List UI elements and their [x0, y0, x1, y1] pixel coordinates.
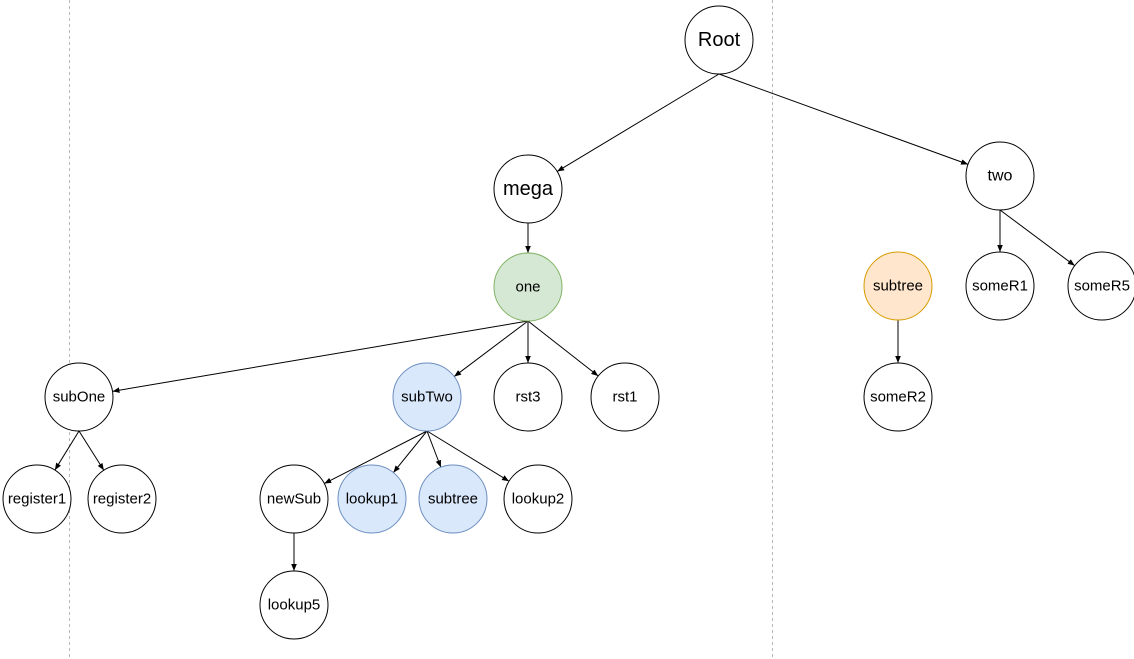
edge-root-to-two [718, 73, 969, 165]
node-circle [392, 362, 462, 432]
node-label: register2 [93, 491, 151, 508]
node-register2[interactable]: register2 [87, 464, 157, 534]
node-circle [337, 464, 407, 534]
node-someR5[interactable]: someR5 [1067, 251, 1134, 321]
node-circle [965, 141, 1035, 211]
node-label: mega [503, 178, 554, 200]
node-circle [863, 362, 933, 432]
node-circle [965, 251, 1035, 321]
node-circle [684, 5, 754, 75]
node-subOne[interactable]: subOne [44, 362, 114, 432]
node-subTwo[interactable]: subTwo [392, 362, 462, 432]
node-label: Root [698, 29, 741, 51]
node-circle [259, 570, 329, 640]
node-label: someR1 [972, 278, 1028, 295]
node-label: rst1 [612, 389, 637, 406]
node-label: register1 [8, 491, 66, 508]
node-label: someR2 [870, 389, 926, 406]
node-newSub[interactable]: newSub [259, 464, 329, 534]
edge-subTwo-to-newSub [324, 430, 428, 484]
node-label: one [515, 279, 540, 296]
node-rst3[interactable]: rst3 [493, 362, 563, 432]
node-subtree_blue[interactable]: subtree [418, 464, 488, 534]
edge-root-to-mega [556, 73, 720, 172]
node-someR2[interactable]: someR2 [863, 362, 933, 432]
node-label: subtree [428, 491, 478, 508]
node-label: subTwo [401, 389, 453, 406]
node-circle [863, 251, 933, 321]
node-two[interactable]: two [965, 141, 1035, 211]
edge-subTwo-to-lookup1 [392, 430, 428, 473]
node-circle [87, 464, 157, 534]
node-circle [1067, 251, 1134, 321]
node-register1[interactable]: register1 [2, 464, 72, 534]
node-label: rst3 [515, 389, 540, 406]
node-circle [493, 252, 563, 322]
node-label: two [988, 168, 1013, 185]
edge-subTwo-to-lookup2 [426, 430, 510, 482]
node-rst1[interactable]: rst1 [590, 362, 660, 432]
node-mega[interactable]: mega [493, 154, 563, 224]
node-circle [493, 154, 563, 224]
node-subtree_orange[interactable]: subtree [863, 251, 933, 321]
nodes-layer: Root mega two one subtree someR1 someR5 subOne s… [2, 5, 1134, 640]
node-lookup1[interactable]: lookup1 [337, 464, 407, 534]
node-circle [590, 362, 660, 432]
node-one[interactable]: one [493, 252, 563, 322]
node-root[interactable]: Root [684, 5, 754, 75]
node-circle [44, 362, 114, 432]
node-circle [2, 464, 72, 534]
edge-one-to-subOne [112, 320, 529, 393]
edge-one-to-subTwo [453, 320, 529, 377]
node-circle [493, 362, 563, 432]
node-someR1[interactable]: someR1 [965, 251, 1035, 321]
edge-subOne-to-register2 [78, 430, 105, 471]
node-label: newSub [267, 491, 321, 508]
edge-one-to-rst1 [527, 320, 599, 377]
node-lookup2[interactable]: lookup2 [503, 464, 573, 534]
node-label: lookup1 [346, 491, 399, 508]
edge-two-to-someR5 [999, 209, 1076, 267]
node-circle [503, 464, 573, 534]
node-lookup5[interactable]: lookup5 [259, 570, 329, 640]
node-label: subtree [873, 278, 923, 295]
edge-subTwo-to-subtree_blue [426, 430, 442, 468]
node-label: lookup5 [268, 597, 321, 614]
node-label: subOne [53, 389, 106, 406]
node-circle [418, 464, 488, 534]
edges-layer [54, 73, 1076, 571]
edge-subOne-to-register1 [54, 430, 80, 471]
node-label: lookup2 [512, 491, 565, 508]
node-label: someR5 [1074, 278, 1130, 295]
node-circle [259, 464, 329, 534]
